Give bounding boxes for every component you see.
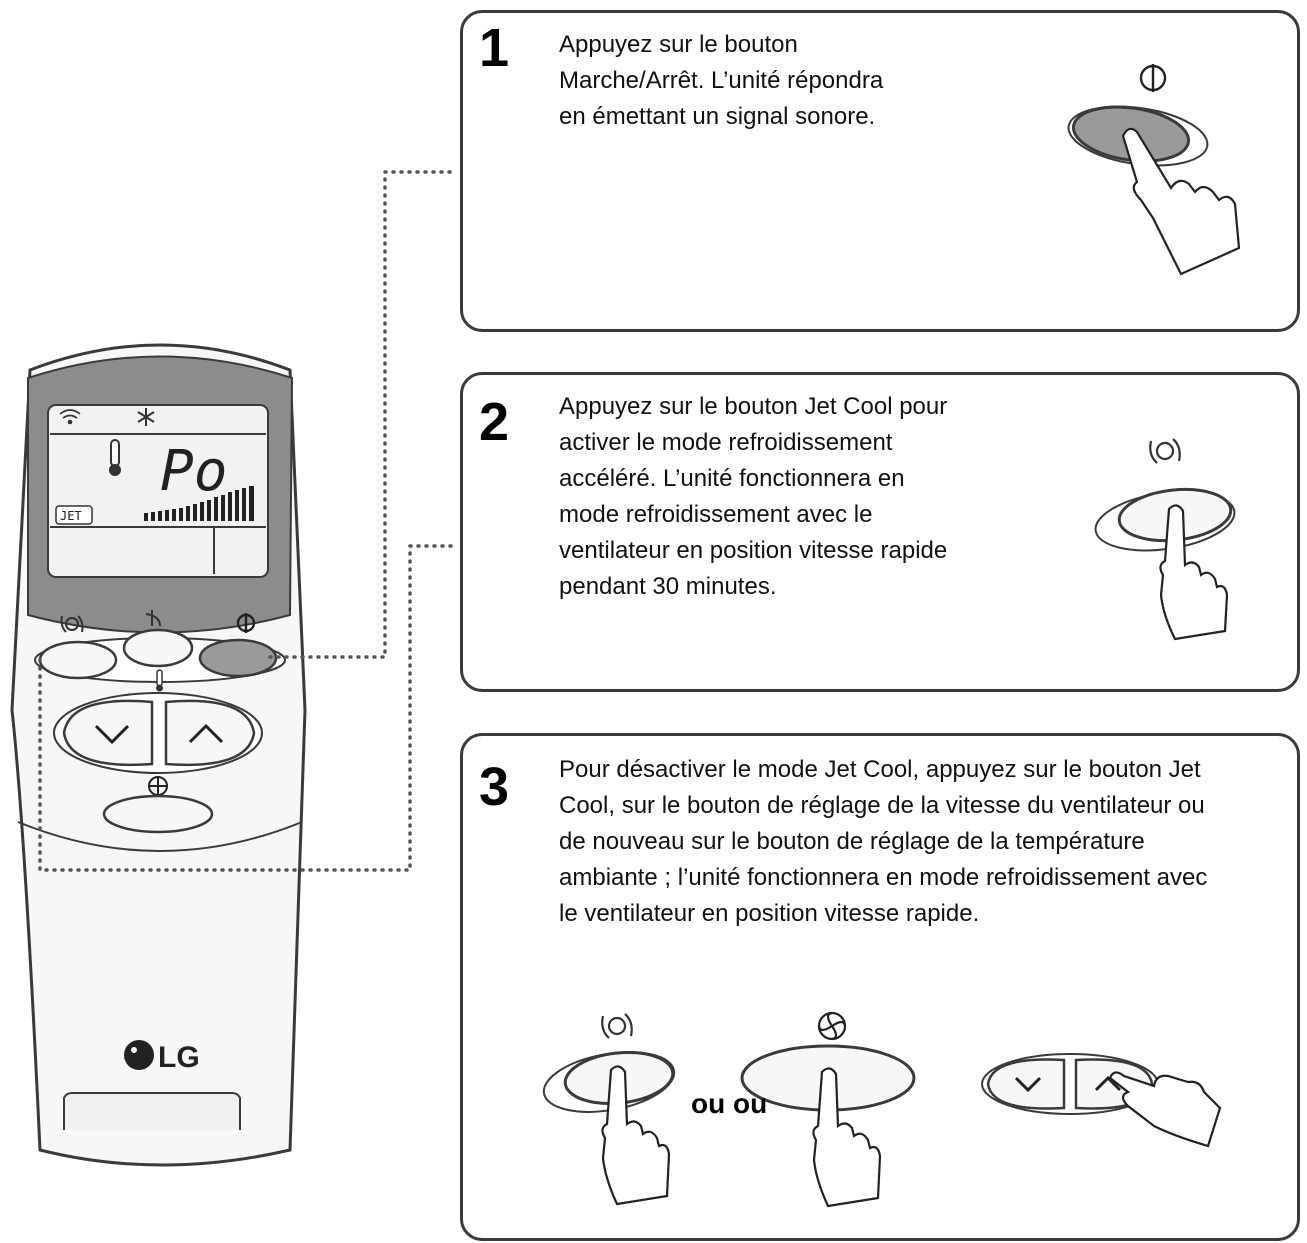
step-2-box: 2 Appuyez sur le bouton Jet Cool pour ac… (460, 372, 1300, 692)
fan-speed-icon (817, 1011, 847, 1041)
step-text-line: Cool, sur le bouton de réglage de la vit… (559, 792, 1205, 819)
step-text-line: Marche/Arrêt. L’unité répondra (559, 67, 884, 94)
step-text-line: de nouveau sur le bouton de réglage de l… (559, 828, 1145, 855)
display-mode-text: Po (160, 439, 227, 504)
hand-pointer-icon (1108, 1071, 1222, 1148)
connector-step1 (268, 170, 457, 659)
jet-cool-icon (60, 615, 84, 633)
connector-step2 (38, 544, 457, 872)
lg-logo-icon: LG (124, 1040, 200, 1074)
jet-cool-icon (1149, 438, 1181, 464)
battery-cover (63, 1092, 241, 1130)
jet-cool-press-illustration (542, 1013, 676, 1206)
temperature-press-illustration (981, 1053, 1222, 1148)
swing-button[interactable] (122, 628, 194, 668)
jet-cool-press-illustration (1094, 438, 1236, 641)
step-text-line: en émettant un signal sonore. (559, 103, 876, 130)
power-press-illustration (1067, 64, 1241, 276)
jet-cool-icon (601, 1013, 633, 1039)
wifi-icon (59, 409, 81, 425)
step-text-line: activer le mode refroidissement (559, 429, 893, 456)
brand-label: LG (158, 1041, 200, 1074)
temperature-icon (109, 439, 121, 476)
fan-speed-bars (144, 486, 254, 521)
connector-lines (38, 170, 457, 872)
step-text-line: le ventilateur en position vitesse rapid… (559, 900, 980, 927)
remote-control: Po JET LG (10, 343, 307, 1167)
chevron-up-icon (1094, 1075, 1122, 1092)
step-text-line: ambiante ; l’unité fonctionnera en mode … (559, 864, 1208, 891)
step-description: Appuyez sur le bouton Jet Cool pour acti… (559, 389, 947, 605)
hand-pointer-icon (812, 1067, 882, 1208)
step-text-line: Appuyez sur le bouton Jet Cool pour (559, 393, 948, 420)
step-number: 1 (479, 18, 510, 78)
hand-pointer-icon (1159, 504, 1229, 641)
temperature-label-icon (156, 669, 163, 692)
step-number: 3 (479, 757, 510, 817)
hand-pointer-icon (1121, 127, 1241, 276)
step-description: Pour désactiver le mode Jet Cool, appuye… (559, 752, 1269, 932)
step-text-line: ventilateur en position vitesse rapide (559, 537, 948, 564)
swing-icon (145, 610, 161, 627)
temp-up-button[interactable] (164, 699, 256, 767)
step-text-line: Appuyez sur le bouton (559, 31, 798, 58)
step-text-line: accéléré. L’unité fonctionnera en (559, 465, 905, 492)
step-text-line: mode refroidissement avec le (559, 501, 873, 528)
jet-label: JET (60, 509, 82, 523)
power-icon (1139, 64, 1167, 92)
step-text-line: Pour désactiver le mode Jet Cool, appuye… (559, 756, 1201, 783)
fan-speed-button[interactable] (102, 794, 214, 834)
step-number: 2 (479, 392, 510, 452)
step-text-line: pendant 30 minutes. (559, 573, 777, 600)
power-icon (236, 613, 256, 633)
fan-speed-press-illustration (740, 1011, 916, 1208)
power-button[interactable] (198, 638, 278, 678)
temp-down-button[interactable] (62, 699, 154, 767)
snowflake-icon (137, 408, 155, 426)
step-description: Appuyez sur le bouton Marche/Arrêt. L’un… (559, 27, 883, 135)
or-label: ou ou (691, 1088, 768, 1119)
step-1-box: 1 Appuyez sur le bouton Marche/Arrêt. L’… (460, 10, 1300, 332)
chevron-down-icon (94, 724, 130, 745)
temp-down-button (986, 1058, 1066, 1110)
step-3-box: 3 Pour désactiver le mode Jet Cool, appu… (460, 733, 1300, 1241)
chevron-up-icon (188, 723, 224, 744)
chevron-down-icon (1014, 1076, 1042, 1093)
hand-pointer-icon (601, 1065, 671, 1206)
